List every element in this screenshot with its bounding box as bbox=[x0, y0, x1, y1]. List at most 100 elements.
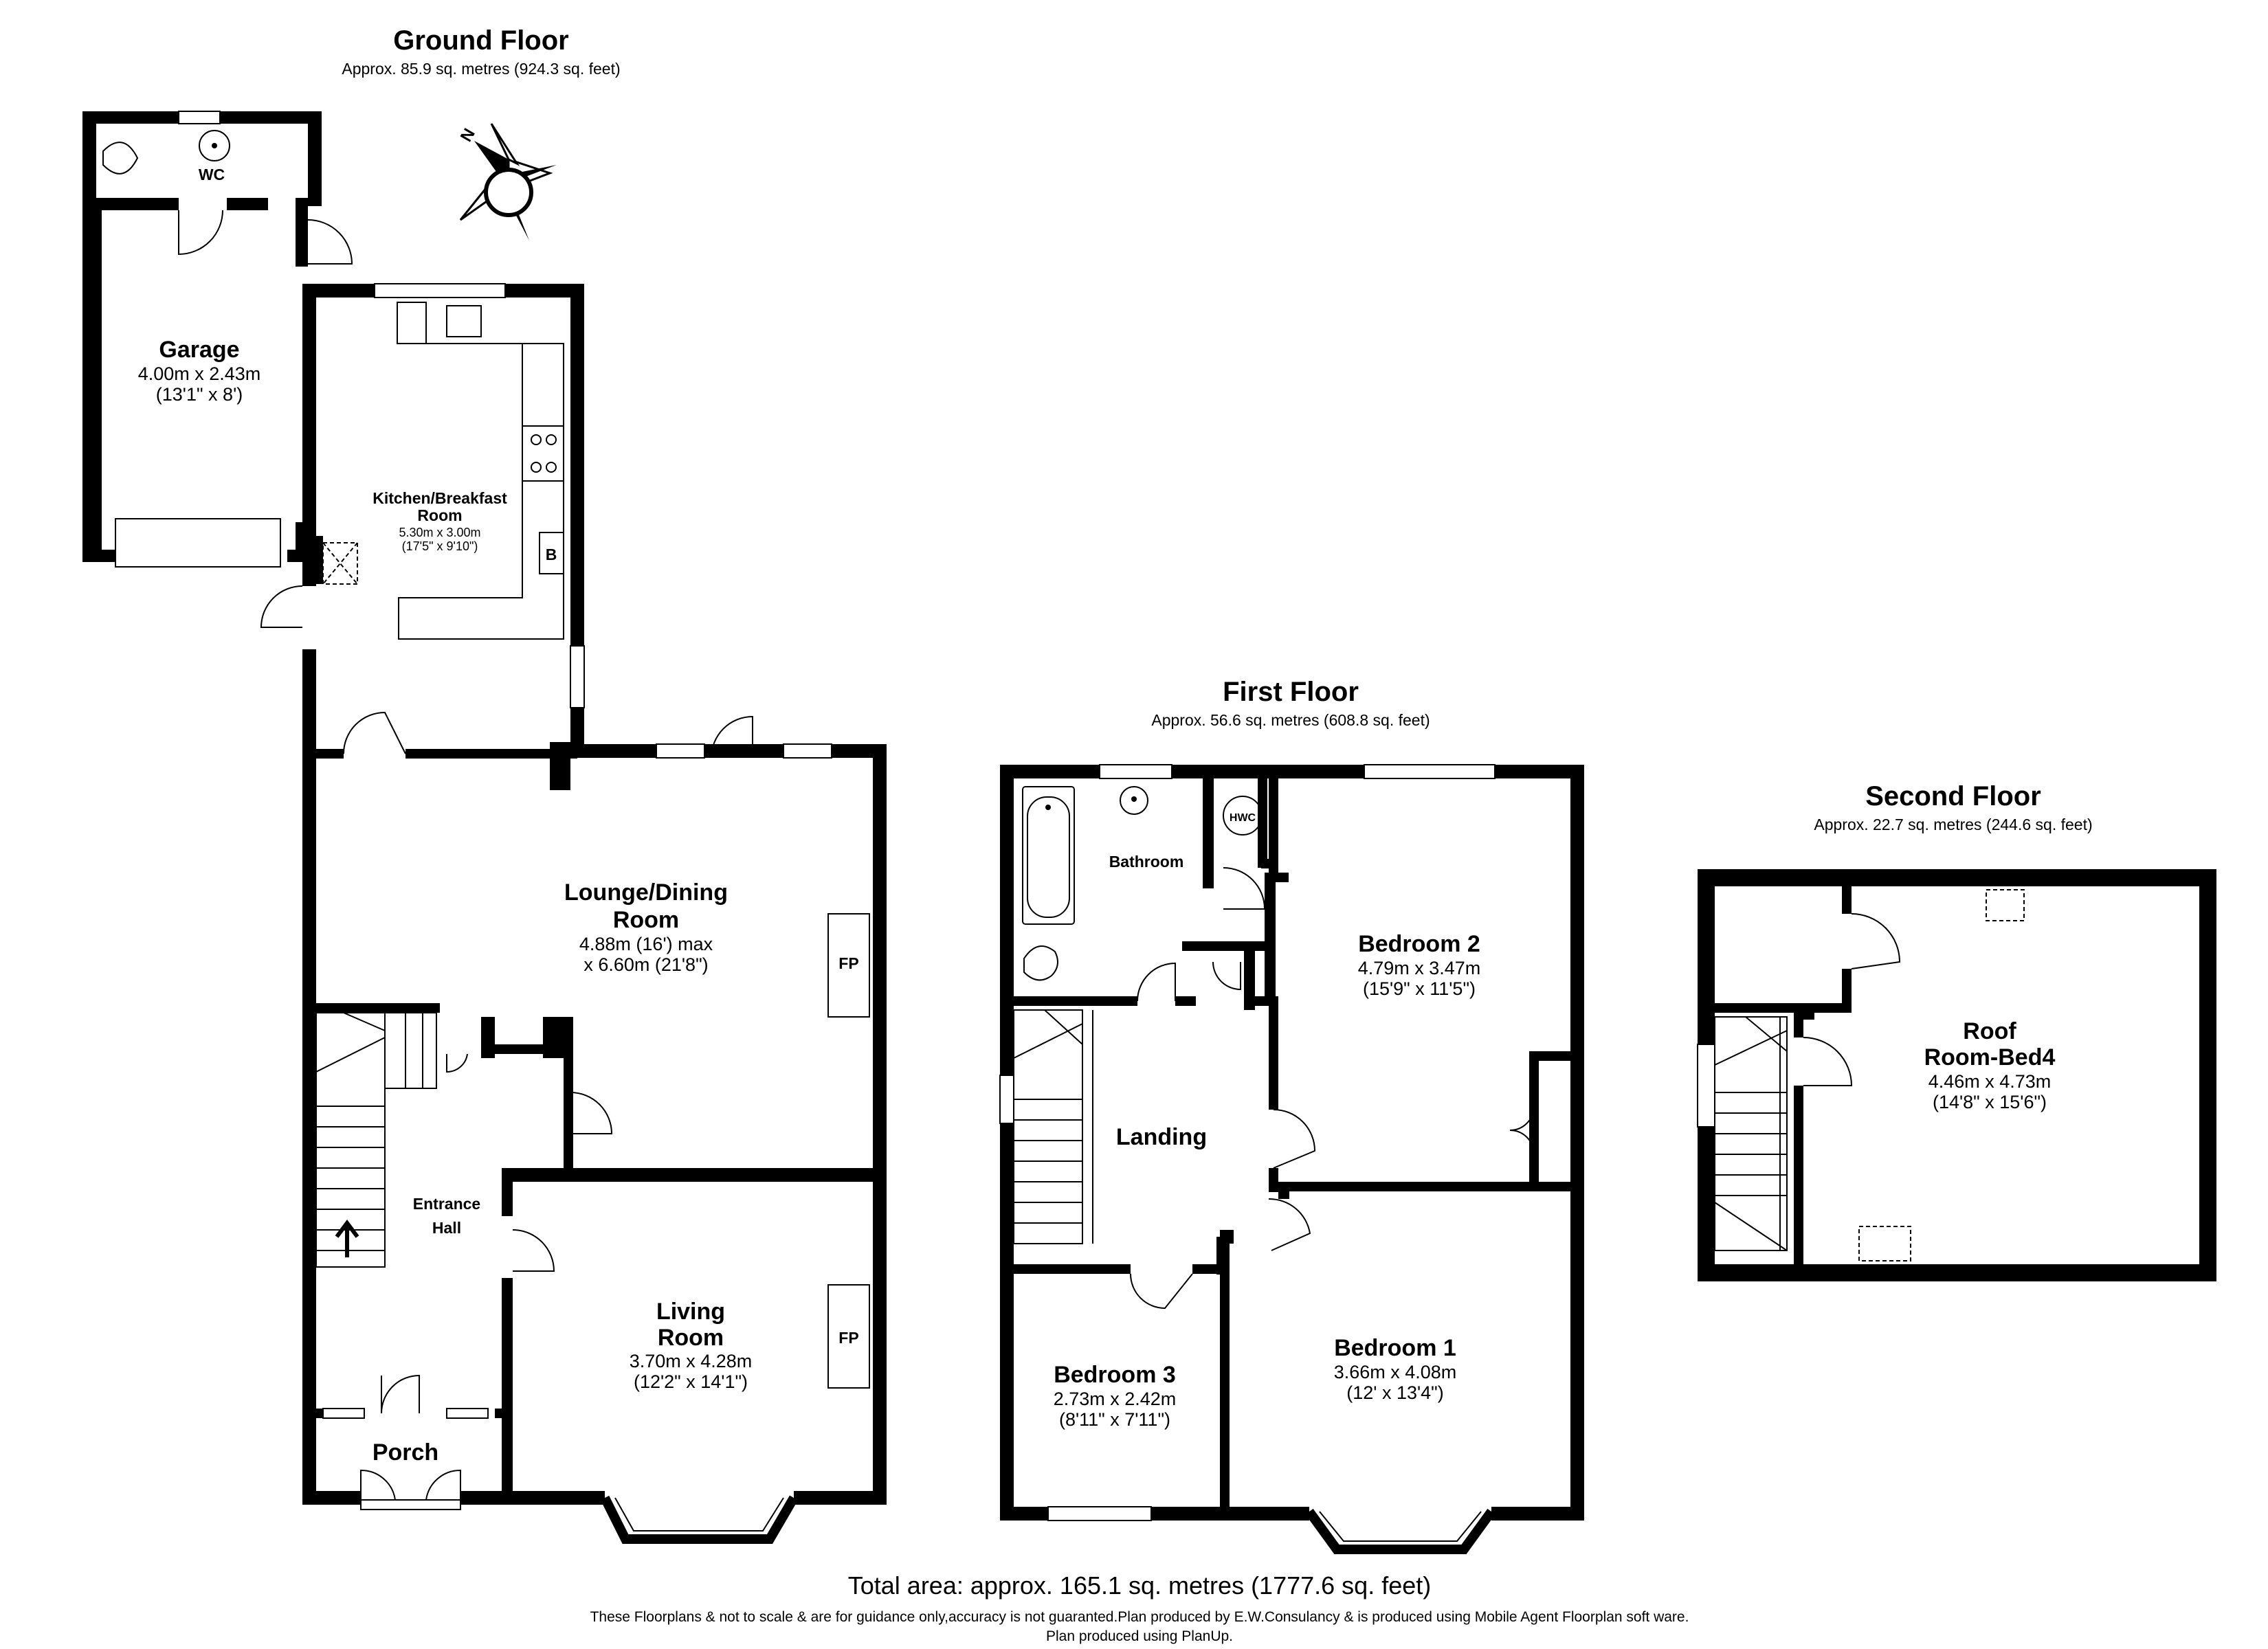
kitchen-label-line1: Kitchen/Breakfast bbox=[373, 489, 507, 507]
second-floor: Second Floor Approx. 22.7 sq. metres (24… bbox=[1697, 781, 2216, 1281]
hall-lounge-door-swing bbox=[570, 1092, 613, 1134]
total-area: Total area: approx. 165.1 sq. metres (17… bbox=[848, 1571, 1431, 1600]
hot-water-cylinder-icon bbox=[1223, 796, 1263, 835]
living-room-label-line2: Room bbox=[658, 1325, 724, 1351]
garage-door bbox=[115, 518, 281, 568]
living-room-label-line1: Living bbox=[656, 1299, 725, 1325]
lounge-label-line2: Room bbox=[613, 907, 679, 933]
kitchen-dimensions-imperial: (17'5" x 9'10") bbox=[402, 539, 478, 553]
ground-floor: Ground Floor Approx. 85.9 sq. metres (92… bbox=[82, 25, 887, 1544]
porch-inner-door-swing bbox=[381, 1374, 420, 1414]
living-fireplace bbox=[827, 1284, 870, 1389]
lounge-patio-door-swing bbox=[711, 715, 753, 759]
garage-side-door-swing bbox=[307, 219, 353, 265]
second-floor-area: Approx. 22.7 sq. metres (244.6 sq. feet) bbox=[1814, 816, 2092, 833]
lounge-dimensions-line1: 4.88m (16') max bbox=[579, 934, 713, 954]
kitchen-window bbox=[374, 283, 506, 298]
porch-label: Porch bbox=[373, 1439, 438, 1466]
understairs-cupboard-door-swing bbox=[446, 1053, 468, 1073]
lounge-dimensions-line2: x 6.60m (21'8") bbox=[583, 954, 708, 975]
bathroom-landing-door-swing bbox=[1137, 962, 1176, 1002]
bath-icon bbox=[1022, 786, 1075, 925]
bedroom1-dimensions-metric: 3.66m x 4.08m bbox=[1334, 1362, 1457, 1382]
bedroom1-bay-window bbox=[1305, 1508, 1496, 1554]
first-floor-area: Approx. 56.6 sq. metres (608.8 sq. feet) bbox=[1151, 711, 1430, 729]
living-fireplace-label: FP bbox=[838, 1329, 858, 1347]
main-house-walls bbox=[302, 649, 887, 1505]
disclaimer-line2: Plan produced using PlanUp. bbox=[1046, 1628, 1233, 1644]
lounge-label-line1: Lounge/Dining bbox=[564, 879, 728, 906]
landing-label: Landing bbox=[1116, 1124, 1207, 1150]
bedroom2-label: Bedroom 2 bbox=[1358, 931, 1480, 957]
bedroom2-door-swing bbox=[1273, 1109, 1316, 1169]
wc-toilet-icon bbox=[102, 142, 139, 175]
roof-room-window bbox=[1697, 1044, 1715, 1128]
living-room-dimensions-imperial: (12'2" x 14'1") bbox=[634, 1371, 748, 1392]
kitchen-hatch bbox=[322, 542, 358, 585]
wc-label: WC bbox=[199, 166, 225, 183]
kitchen-sink-icon bbox=[446, 305, 482, 337]
wc-window bbox=[178, 111, 221, 124]
kitchen-label-line2: Room bbox=[417, 506, 462, 524]
bedroom2-window bbox=[1364, 764, 1496, 779]
bathroom-door-swing bbox=[1223, 867, 1266, 910]
kitchen-back-door-swing bbox=[260, 585, 303, 628]
bathroom-toilet-icon bbox=[1023, 945, 1058, 981]
roof-room-door-swing bbox=[1803, 1037, 1853, 1086]
garage-label: Garage bbox=[159, 337, 239, 363]
bedroom2-wardrobe-doors bbox=[1509, 1106, 1535, 1155]
lounge-hall-door-swing bbox=[343, 711, 406, 754]
disclaimer-line1: These Floorplans & not to scale & are fo… bbox=[590, 1609, 1689, 1625]
bathroom-basin-icon bbox=[1120, 786, 1148, 815]
ground-floor-stairs bbox=[315, 1012, 437, 1268]
bedroom1-dimensions-imperial: (12' x 13'4") bbox=[1346, 1382, 1443, 1403]
second-floor-title: Second Floor bbox=[1865, 781, 2041, 811]
bathroom-window bbox=[1099, 764, 1172, 779]
wc-basin-icon bbox=[199, 130, 230, 161]
first-floor-stairs bbox=[1013, 1009, 1093, 1244]
kitchen-side-window bbox=[570, 645, 585, 708]
first-floor: First Floor Approx. 56.6 sq. metres (608… bbox=[999, 677, 1584, 1554]
bedroom2-dimensions-metric: 4.79m x 3.47m bbox=[1358, 958, 1481, 978]
entrance-hall-label-line1: Entrance bbox=[413, 1195, 480, 1213]
eaves-cupboard-door-swing bbox=[1851, 913, 1901, 969]
bedroom3-dimensions-metric: 2.73m x 2.42m bbox=[1054, 1389, 1177, 1409]
garage-dimensions-metric: 4.00m x 2.43m bbox=[138, 363, 261, 384]
bedroom3-door-swing bbox=[1130, 1273, 1193, 1310]
landing-cupboard-door-swing bbox=[1212, 961, 1241, 991]
wc-door-swing bbox=[178, 210, 223, 256]
roof-room-label-line1: Roof bbox=[1963, 1018, 2016, 1044]
ground-floor-title: Ground Floor bbox=[393, 25, 569, 56]
living-room-door-swing bbox=[512, 1229, 555, 1272]
bedroom1-label: Bedroom 1 bbox=[1334, 1335, 1456, 1361]
garage-dimensions-imperial: (13'1" x 8') bbox=[156, 384, 243, 405]
lounge-fireplace bbox=[827, 913, 870, 1018]
bedroom2-dimensions-imperial: (15'9" x 11'5") bbox=[1363, 978, 1476, 999]
lounge-window-left bbox=[656, 743, 705, 759]
kitchen-walls bbox=[302, 284, 584, 758]
ground-floor-area: Approx. 85.9 sq. metres (924.3 sq. feet) bbox=[342, 60, 620, 78]
landing-window bbox=[999, 1075, 1014, 1124]
entrance-hall-label-line2: Hall bbox=[432, 1219, 461, 1237]
lounge-fireplace-label: FP bbox=[838, 954, 858, 972]
second-floor-stairs bbox=[1714, 1016, 1788, 1251]
hwc-label: HWC bbox=[1230, 812, 1256, 824]
first-floor-walls bbox=[1000, 765, 1584, 1521]
boiler-label: B bbox=[546, 546, 557, 563]
first-floor-title: First Floor bbox=[1223, 677, 1359, 707]
porch-window-left bbox=[322, 1408, 365, 1419]
bathroom-label: Bathroom bbox=[1109, 853, 1184, 871]
roof-room-dimensions-metric: 4.46m x 4.73m bbox=[1928, 1071, 2052, 1092]
bedroom3-label: Bedroom 3 bbox=[1054, 1362, 1176, 1388]
porch-window-right bbox=[446, 1408, 489, 1419]
bedroom1-door-swing bbox=[1268, 1198, 1311, 1251]
hob-icon bbox=[522, 425, 564, 482]
garage-wc-walls bbox=[82, 111, 322, 562]
roof-skylight-bottom bbox=[1858, 1226, 1911, 1261]
compass-icon: N bbox=[457, 123, 557, 240]
living-room-dimensions-metric: 3.70m x 4.28m bbox=[630, 1351, 753, 1371]
roof-skylight-top bbox=[1986, 889, 2025, 921]
kitchen-dimensions-metric: 5.30m x 3.00m bbox=[399, 526, 480, 539]
lounge-window-right bbox=[783, 743, 832, 759]
